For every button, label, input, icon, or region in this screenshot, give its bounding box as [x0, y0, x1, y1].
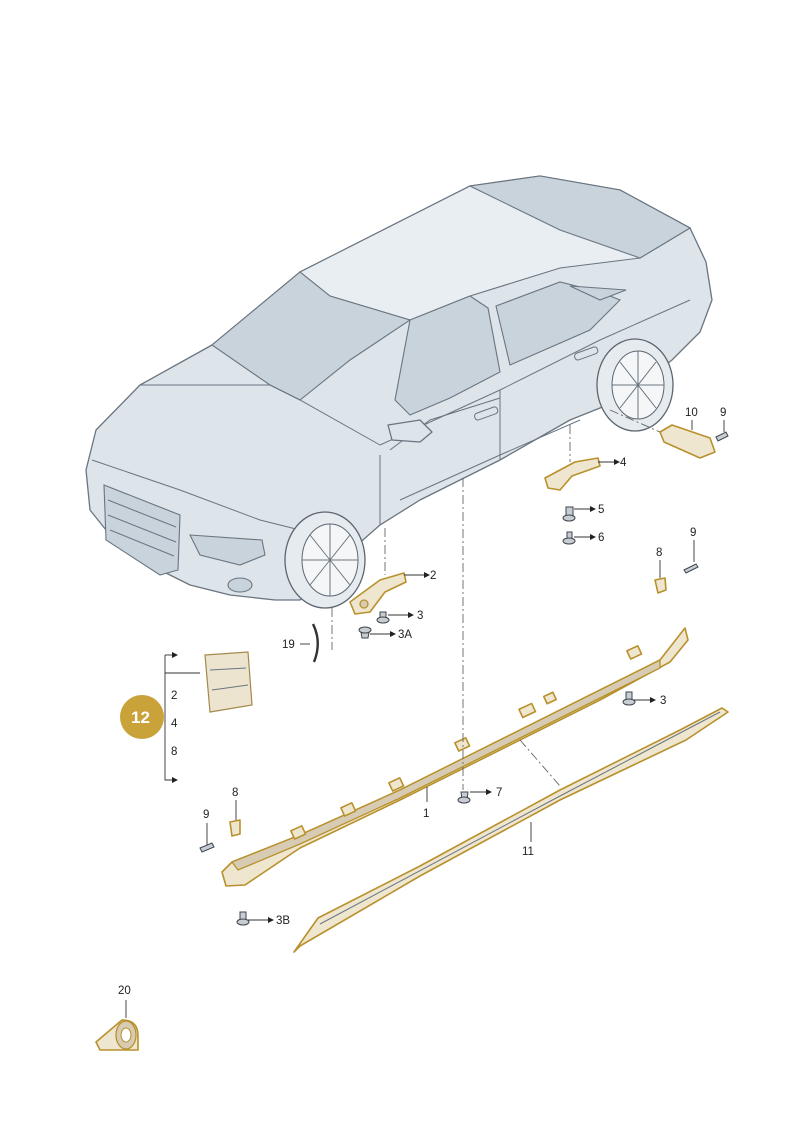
bracket-2 [349, 572, 407, 615]
fasteners [199, 431, 729, 926]
bracket-8-rear [654, 577, 667, 594]
callout-20: 20 [118, 985, 131, 997]
side-sill-trim [221, 627, 689, 887]
center-lines [331, 409, 661, 790]
callout-8-rear: 8 [656, 547, 662, 559]
callout-9-top: 9 [720, 407, 726, 419]
callout-19: 19 [282, 639, 295, 651]
callout-10: 10 [685, 407, 698, 419]
callout-5: 5 [598, 504, 604, 516]
bracket-8-front [229, 819, 241, 837]
callout-3b: 3B [276, 915, 290, 927]
callout-labels: 2 3 3A 4 5 6 3 7 3B 1 11 8 9 10 9 8 9 19… [118, 407, 726, 997]
bracket-4 [544, 457, 601, 491]
callout-3-front: 3 [417, 610, 423, 622]
callout-3-rear: 3 [660, 695, 666, 707]
leader-arrows [172, 459, 656, 923]
callout-8-front: 8 [232, 787, 238, 799]
callout-9-front: 9 [203, 809, 209, 821]
callout-6: 6 [598, 532, 604, 544]
callout-12: 12 [131, 708, 150, 727]
callout-4: 4 [620, 457, 627, 469]
callout-9-rear: 9 [690, 527, 696, 539]
callout-kit-4: 4 [171, 718, 178, 730]
callout-11: 11 [522, 846, 534, 858]
callout-2-bracket: 2 [430, 570, 436, 582]
callout-kit-2: 2 [171, 690, 177, 702]
sill-strip [293, 707, 729, 953]
bracket-10 [659, 424, 716, 459]
callout-3a: 3A [398, 629, 412, 641]
repair-kit-badge [120, 695, 164, 739]
adhesive-tape-roll [95, 1019, 139, 1051]
callout-kit-8: 8 [171, 746, 177, 758]
repair-kit-bag [204, 651, 253, 713]
callout-7: 7 [496, 787, 502, 799]
callout-1: 1 [423, 808, 429, 820]
grommet-19 [311, 623, 319, 663]
car-illustration [85, 175, 713, 609]
